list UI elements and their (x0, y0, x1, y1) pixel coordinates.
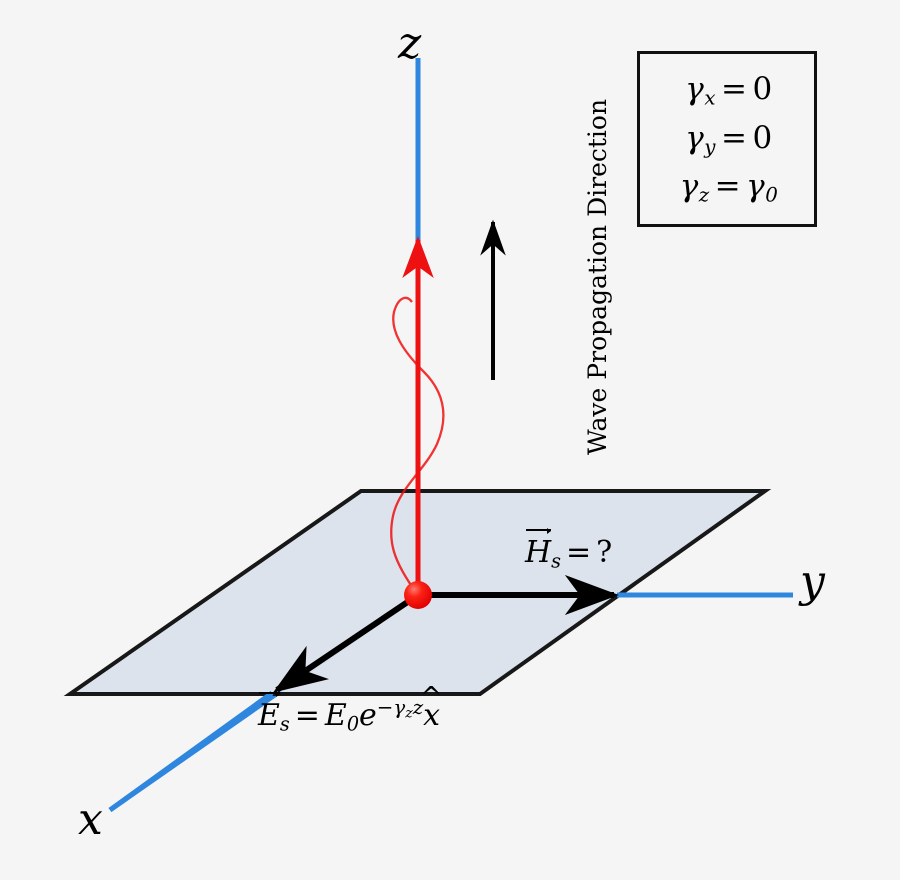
axis-line-x-overlay (108, 690, 274, 813)
axis-label-y: y (800, 556, 825, 607)
e-field-subscript: s (279, 712, 290, 736)
legend-equals: = (714, 168, 742, 205)
legend-row: γx=0 (685, 71, 772, 110)
legend-subscript: x (704, 86, 716, 110)
propagation-constants-legend: γx=0 γy=0 γz=γ0 (637, 51, 817, 227)
legend-symbol: γ (685, 119, 705, 156)
legend-value: γ (746, 168, 766, 205)
e-field-exp-gamma-subscript: z (405, 705, 413, 722)
origin-dot (404, 581, 432, 609)
e-field-exp-minus: − (376, 696, 394, 719)
propagation-direction-label: Wave Propagation Direction (583, 98, 612, 455)
e-field-exp-base: e (359, 697, 377, 733)
e-field-equals: = (294, 697, 320, 733)
axis-label-x: x (78, 794, 103, 845)
legend-value: 0 (752, 119, 773, 156)
legend-symbol: γ (685, 71, 705, 108)
e-field-amplitude-subscript: 0 (346, 712, 360, 736)
legend-equals: = (721, 119, 748, 156)
legend-symbol: γ (679, 168, 699, 205)
legend-subscript: y (704, 135, 716, 159)
h-field-label: Hs=? (525, 527, 613, 573)
axis-label-z: z (398, 18, 422, 69)
h-field-value: ? (596, 535, 613, 570)
h-field-equals: = (566, 535, 592, 570)
wave-curve (390, 296, 445, 596)
e-field-label: Es=E0e−γzzx (258, 690, 440, 736)
e-field-exp-z: z (412, 696, 424, 719)
legend-equals: = (721, 71, 748, 108)
legend-value-subscript: 0 (765, 183, 779, 207)
legend-row: γy=0 (685, 120, 772, 159)
h-field-symbol: H (525, 527, 552, 570)
legend-value: 0 (752, 71, 773, 108)
e-field-unit-vector: x (423, 700, 440, 731)
h-field-subscript: s (551, 549, 562, 573)
e-field-exp-gamma: γ (393, 696, 406, 719)
e-field-amplitude: E (324, 697, 347, 733)
e-field-vector (273, 592, 420, 693)
legend-subscript: z (698, 183, 710, 207)
legend-row: γz=γ0 (680, 168, 779, 207)
e-field-symbol: E (258, 690, 281, 733)
e-field-exponent: −γzz (376, 696, 424, 722)
